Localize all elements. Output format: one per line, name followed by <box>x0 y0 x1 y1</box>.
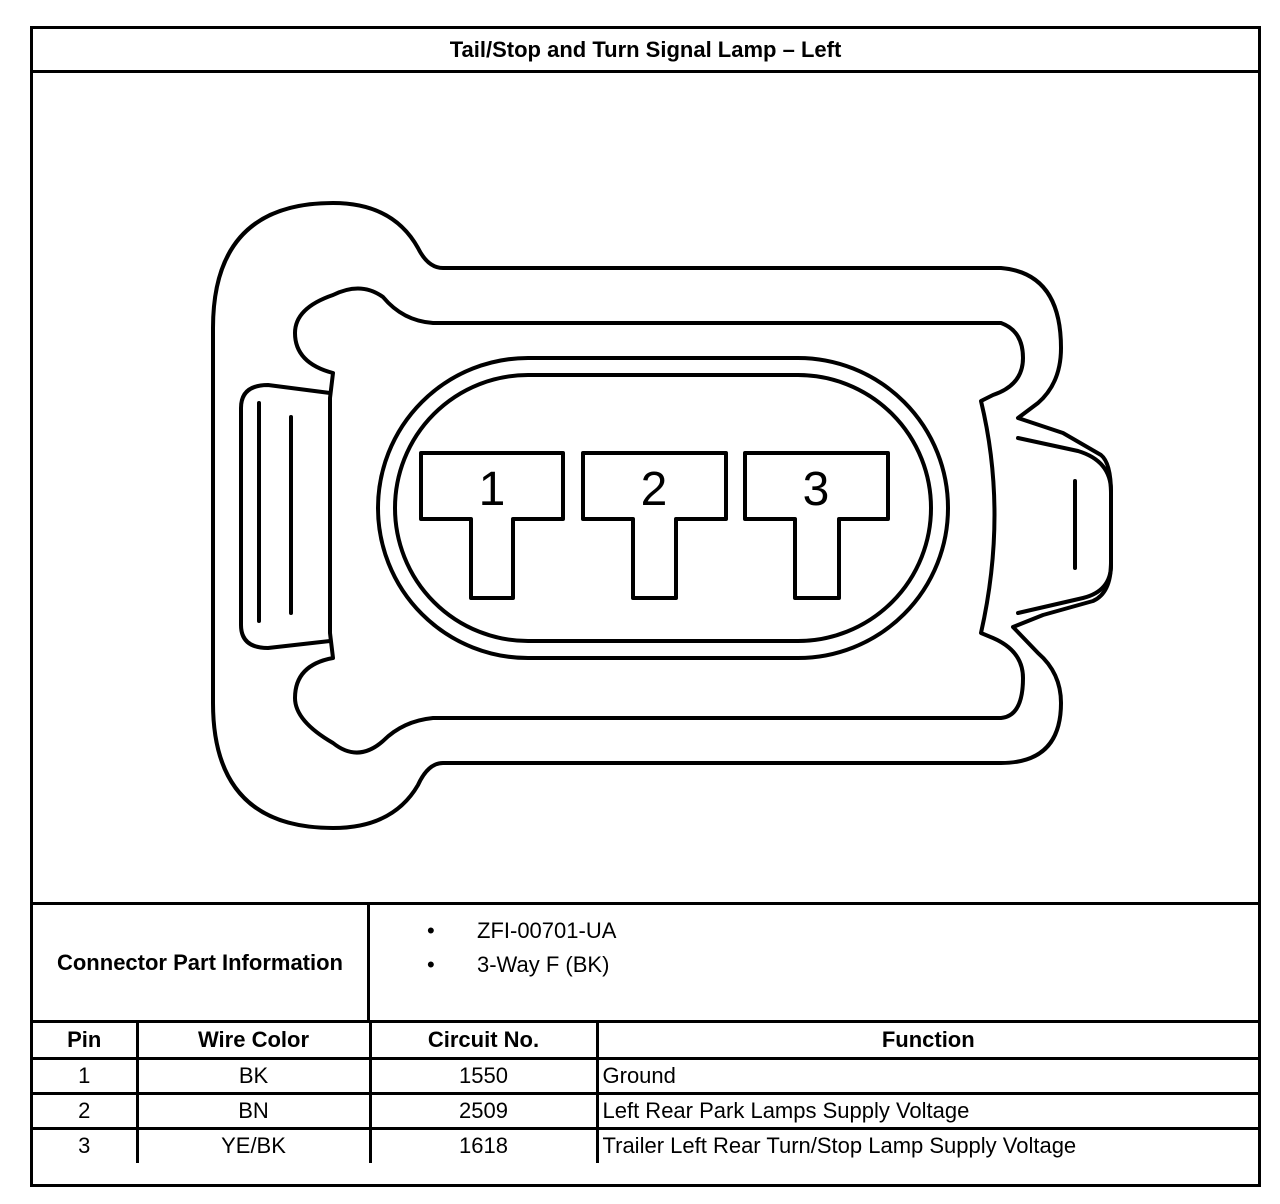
table-row: 1 BK 1550 Ground <box>33 1056 1258 1095</box>
connector-diagram: 1 2 3 <box>33 73 1258 905</box>
cell-function: Ground <box>595 1056 1258 1095</box>
pin-table: Pin Wire Color Circuit No. Function 1 BK… <box>33 1023 1258 1163</box>
cell-wire-color: BN <box>135 1091 372 1130</box>
inner-face-outline <box>293 286 1025 755</box>
pin-label-1: 1 <box>479 463 506 516</box>
cell-wire-color: BK <box>135 1056 372 1095</box>
pin-table-header: Pin Wire Color Circuit No. Function <box>33 1023 1258 1060</box>
cell-wire-color: YE/BK <box>135 1126 372 1163</box>
pin-label-3: 3 <box>803 463 830 516</box>
header-function: Function <box>595 1023 1258 1060</box>
part-info-item: • 3-Way F (BK) <box>370 951 1258 985</box>
left-latch <box>239 383 332 650</box>
connector-sheet: Tail/Stop and Turn Signal Lamp – Left <box>30 26 1261 1187</box>
part-number: ZFI-00701-UA <box>477 918 617 943</box>
cell-circuit-no: 1550 <box>368 1056 599 1095</box>
right-tab <box>1016 436 1113 615</box>
connector-type: 3-Way F (BK) <box>477 952 610 977</box>
bullet-icon: • <box>427 918 435 943</box>
cell-circuit-no: 1618 <box>368 1126 599 1163</box>
pin-terminal-3 <box>743 451 890 600</box>
cell-pin: 1 <box>33 1056 139 1095</box>
cell-function: Trailer Left Rear Turn/Stop Lamp Supply … <box>595 1126 1258 1163</box>
header-pin: Pin <box>33 1023 139 1060</box>
cell-pin: 3 <box>33 1126 139 1163</box>
table-row: 2 BN 2509 Left Rear Park Lamps Supply Vo… <box>33 1091 1258 1130</box>
page-title: Tail/Stop and Turn Signal Lamp – Left <box>33 29 1258 73</box>
part-info-item: • ZFI-00701-UA <box>370 917 1258 951</box>
connector-face-drawing: 1 2 3 <box>211 201 1113 830</box>
cell-function: Left Rear Park Lamps Supply Voltage <box>595 1091 1258 1130</box>
housing-outline <box>211 201 1113 830</box>
pin-terminal-1 <box>419 451 565 600</box>
connector-part-info-list: • ZFI-00701-UA • 3-Way F (BK) <box>370 905 1258 1032</box>
connector-part-info: Connector Part Information • ZFI-00701-UA… <box>33 905 1258 1023</box>
table-row: 3 YE/BK 1618 Trailer Left Rear Turn/Stop… <box>33 1126 1258 1163</box>
cavity-outer <box>376 356 950 660</box>
cell-circuit-no: 2509 <box>368 1091 599 1130</box>
pin-terminal-2 <box>581 451 728 600</box>
pin-label-2: 2 <box>641 463 668 516</box>
header-circuit-no: Circuit No. <box>368 1023 599 1060</box>
cell-pin: 2 <box>33 1091 139 1130</box>
cavity-inner <box>393 373 933 643</box>
connector-part-info-label: Connector Part Information <box>33 905 370 1020</box>
bullet-icon: • <box>427 952 435 977</box>
header-wire-color: Wire Color <box>135 1023 372 1060</box>
